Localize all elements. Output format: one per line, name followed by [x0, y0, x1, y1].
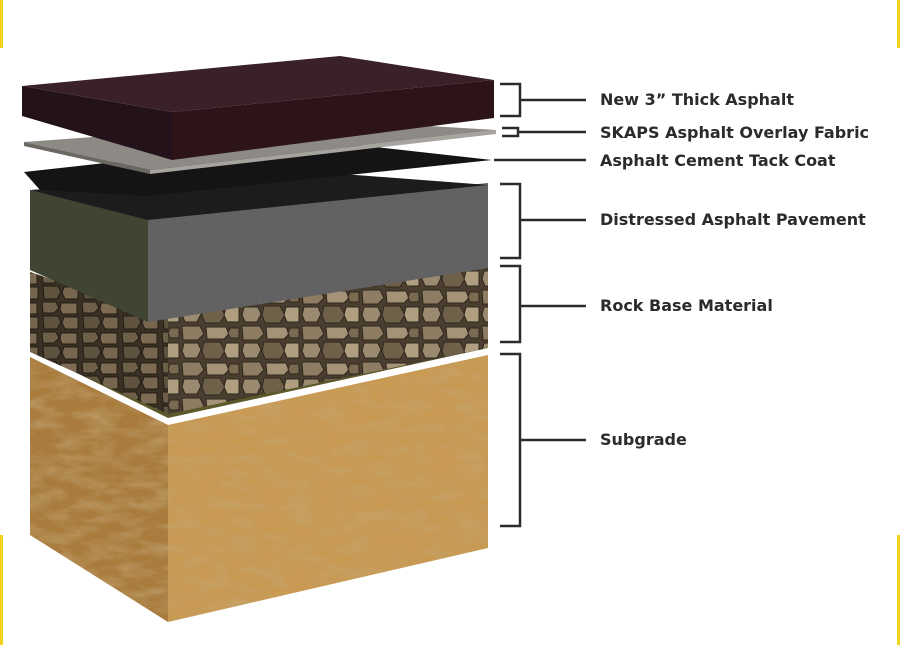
label-rock-base: Rock Base Material: [600, 296, 773, 315]
edge-accent-right-top: [897, 0, 900, 48]
edge-accent-left-bottom: [0, 535, 3, 645]
bracket-rock-base: [500, 264, 586, 344]
bracket-new-asphalt: [500, 82, 586, 118]
distressed-pavement-layer: [30, 172, 488, 322]
new-asphalt-top-face: [22, 56, 494, 112]
label-subgrade: Subgrade: [600, 430, 687, 449]
bracket-overlay-fabric: [502, 126, 586, 138]
label-distressed-pavement: Distressed Asphalt Pavement: [600, 210, 866, 229]
label-tack-coat: Asphalt Cement Tack Coat: [600, 151, 836, 170]
label-new-asphalt: New 3” Thick Asphalt: [600, 90, 794, 109]
rock-base-front-face: [168, 264, 488, 414]
edge-accent-right-bottom: [897, 535, 900, 645]
subgrade-side-face: [30, 357, 168, 622]
pavement-front-face: [148, 183, 488, 322]
tack-coat-sheet: [24, 140, 492, 196]
bracket-distressed-pavement: [500, 182, 586, 260]
bracket-subgrade: [500, 352, 586, 528]
new-asphalt-front-face: [172, 80, 494, 160]
subgrade-front-face: [168, 355, 488, 622]
layer-brackets: [494, 82, 586, 528]
label-overlay-fabric: SKAPS Asphalt Overlay Fabric: [600, 123, 870, 142]
new-asphalt-side-face: [22, 86, 172, 160]
new-asphalt-slab: [22, 56, 494, 160]
edge-accent-left-top: [0, 0, 3, 48]
pavement-side-face: [30, 190, 148, 322]
